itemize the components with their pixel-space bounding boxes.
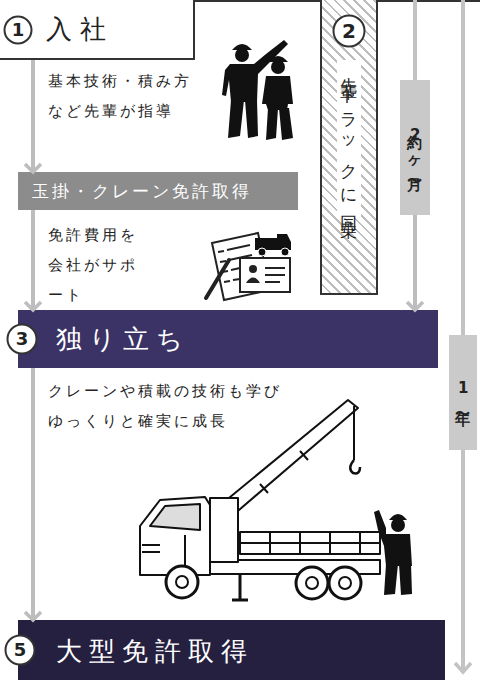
step-box: 入社 1 [0, 0, 195, 60]
wheel-hub [176, 576, 188, 588]
step-band: 大型免許取得5 [18, 620, 445, 680]
truck-wheel [281, 248, 289, 256]
id-card [240, 258, 290, 292]
license-band: 玉掛・クレーン免許取得 [18, 172, 298, 210]
legs [228, 100, 258, 138]
description-text: 免許費用を 会社がサポート [48, 220, 148, 310]
wheel [329, 567, 361, 599]
head [271, 60, 285, 74]
flow-arrow [31, 210, 35, 310]
crane-cable [353, 406, 355, 460]
step-number: 3 [6, 323, 38, 355]
node-label: 入社 [46, 15, 114, 44]
legs [266, 108, 293, 140]
id-photo [249, 265, 257, 273]
node-label: 玉掛・クレーン免許取得 [32, 182, 252, 201]
duration-bar: 1年〜 [449, 335, 477, 450]
bed-planks [240, 532, 380, 554]
pen [206, 260, 229, 298]
step-number-circle: 1 [3, 15, 33, 45]
vertical-label: 1年〜 [455, 379, 472, 406]
wheel [296, 567, 328, 599]
torso [262, 76, 293, 110]
documents-icon [206, 233, 291, 300]
timeline-arrowhead [455, 663, 471, 672]
flow-arrow [31, 368, 35, 620]
step-number: 2 [332, 14, 366, 48]
step-number-circle: 3 [6, 323, 38, 355]
truck-wheel [258, 248, 266, 256]
wheel-hub [306, 577, 318, 589]
boom-joint [260, 451, 308, 493]
head [235, 48, 249, 62]
truck-icon [277, 234, 291, 250]
step-number: 5 [4, 634, 36, 666]
flow-arrow [31, 60, 35, 172]
truck-cab [140, 497, 210, 575]
truck-bed [240, 532, 380, 554]
wheel [166, 566, 198, 598]
step-number-circle: 5 [4, 634, 36, 666]
crane-column [210, 498, 238, 562]
crane-hook [350, 460, 360, 473]
ride-along-band: 先輩トラックに同乗 2 [320, 0, 378, 295]
vertical-label: 約2ヶ月〜 [407, 123, 424, 173]
step-number: 1 [3, 15, 33, 45]
truck-icon [255, 238, 277, 250]
node-label: 大型免許取得 [56, 637, 254, 666]
step-number-circle: 2 [332, 14, 366, 48]
cab-details [142, 535, 185, 570]
head [391, 518, 405, 532]
step-band: 独り立ち3 [18, 310, 438, 368]
outrigger [232, 574, 248, 600]
cab-window [150, 504, 200, 530]
duration-bar: 約2ヶ月〜 [400, 80, 430, 215]
workers-silhouette [222, 40, 293, 140]
id-photo [246, 278, 260, 284]
node-label: 独り立ち [56, 325, 190, 354]
torso [374, 510, 412, 566]
legs [384, 564, 412, 595]
worker-silhouette [374, 510, 412, 595]
description-text: 基本技術・積み方 など先輩が指導 [48, 66, 200, 126]
wheel-hub [339, 577, 351, 589]
vertical-label: 先輩トラックに同乗 [337, 60, 362, 218]
id-lines [265, 268, 285, 282]
timeline-line [413, 0, 417, 80]
description-text: クレーンや積載の技術も学び ゆっくりと確実に成長 [48, 376, 293, 436]
flow-arrow [413, 215, 417, 310]
